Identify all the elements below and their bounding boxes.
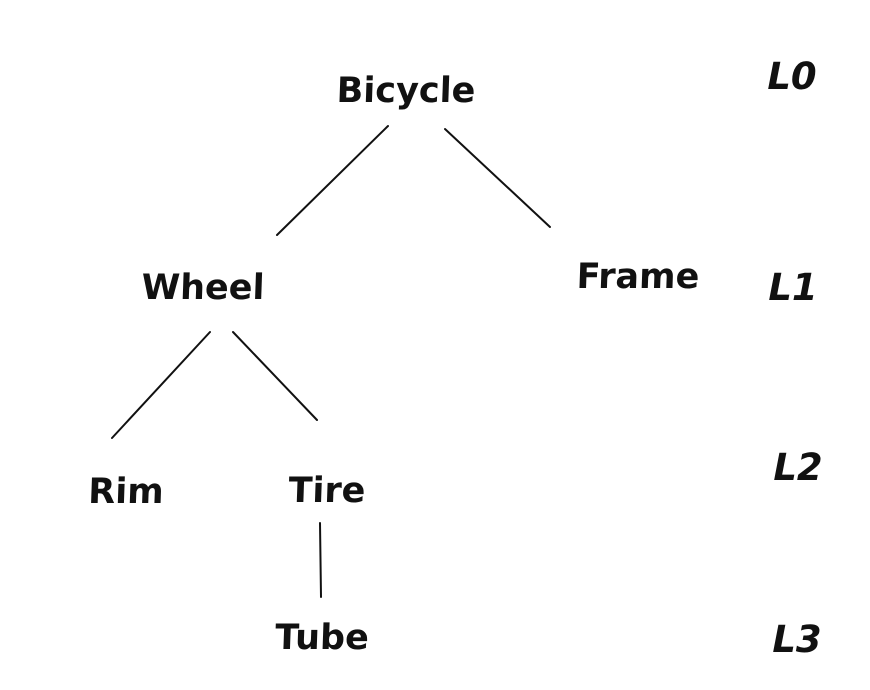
- node-tube: Tube: [274, 618, 369, 658]
- level-label-l0: L0: [767, 55, 816, 98]
- level-label-l1: L1: [768, 266, 817, 309]
- edge-wheel-tire: [232, 331, 318, 421]
- level-label-l3: L3: [772, 618, 821, 661]
- edge-tire-tube: [319, 522, 322, 598]
- node-wheel: Wheel: [141, 268, 265, 308]
- node-bicycle: Bicycle: [336, 71, 476, 111]
- node-tire: Tire: [288, 471, 366, 511]
- edge-bicycle-wheel: [276, 125, 389, 236]
- node-frame: Frame: [576, 257, 700, 297]
- node-rim: Rim: [88, 472, 165, 512]
- edge-wheel-rim: [111, 331, 211, 439]
- level-label-l2: L2: [773, 446, 822, 489]
- edge-bicycle-frame: [444, 128, 551, 228]
